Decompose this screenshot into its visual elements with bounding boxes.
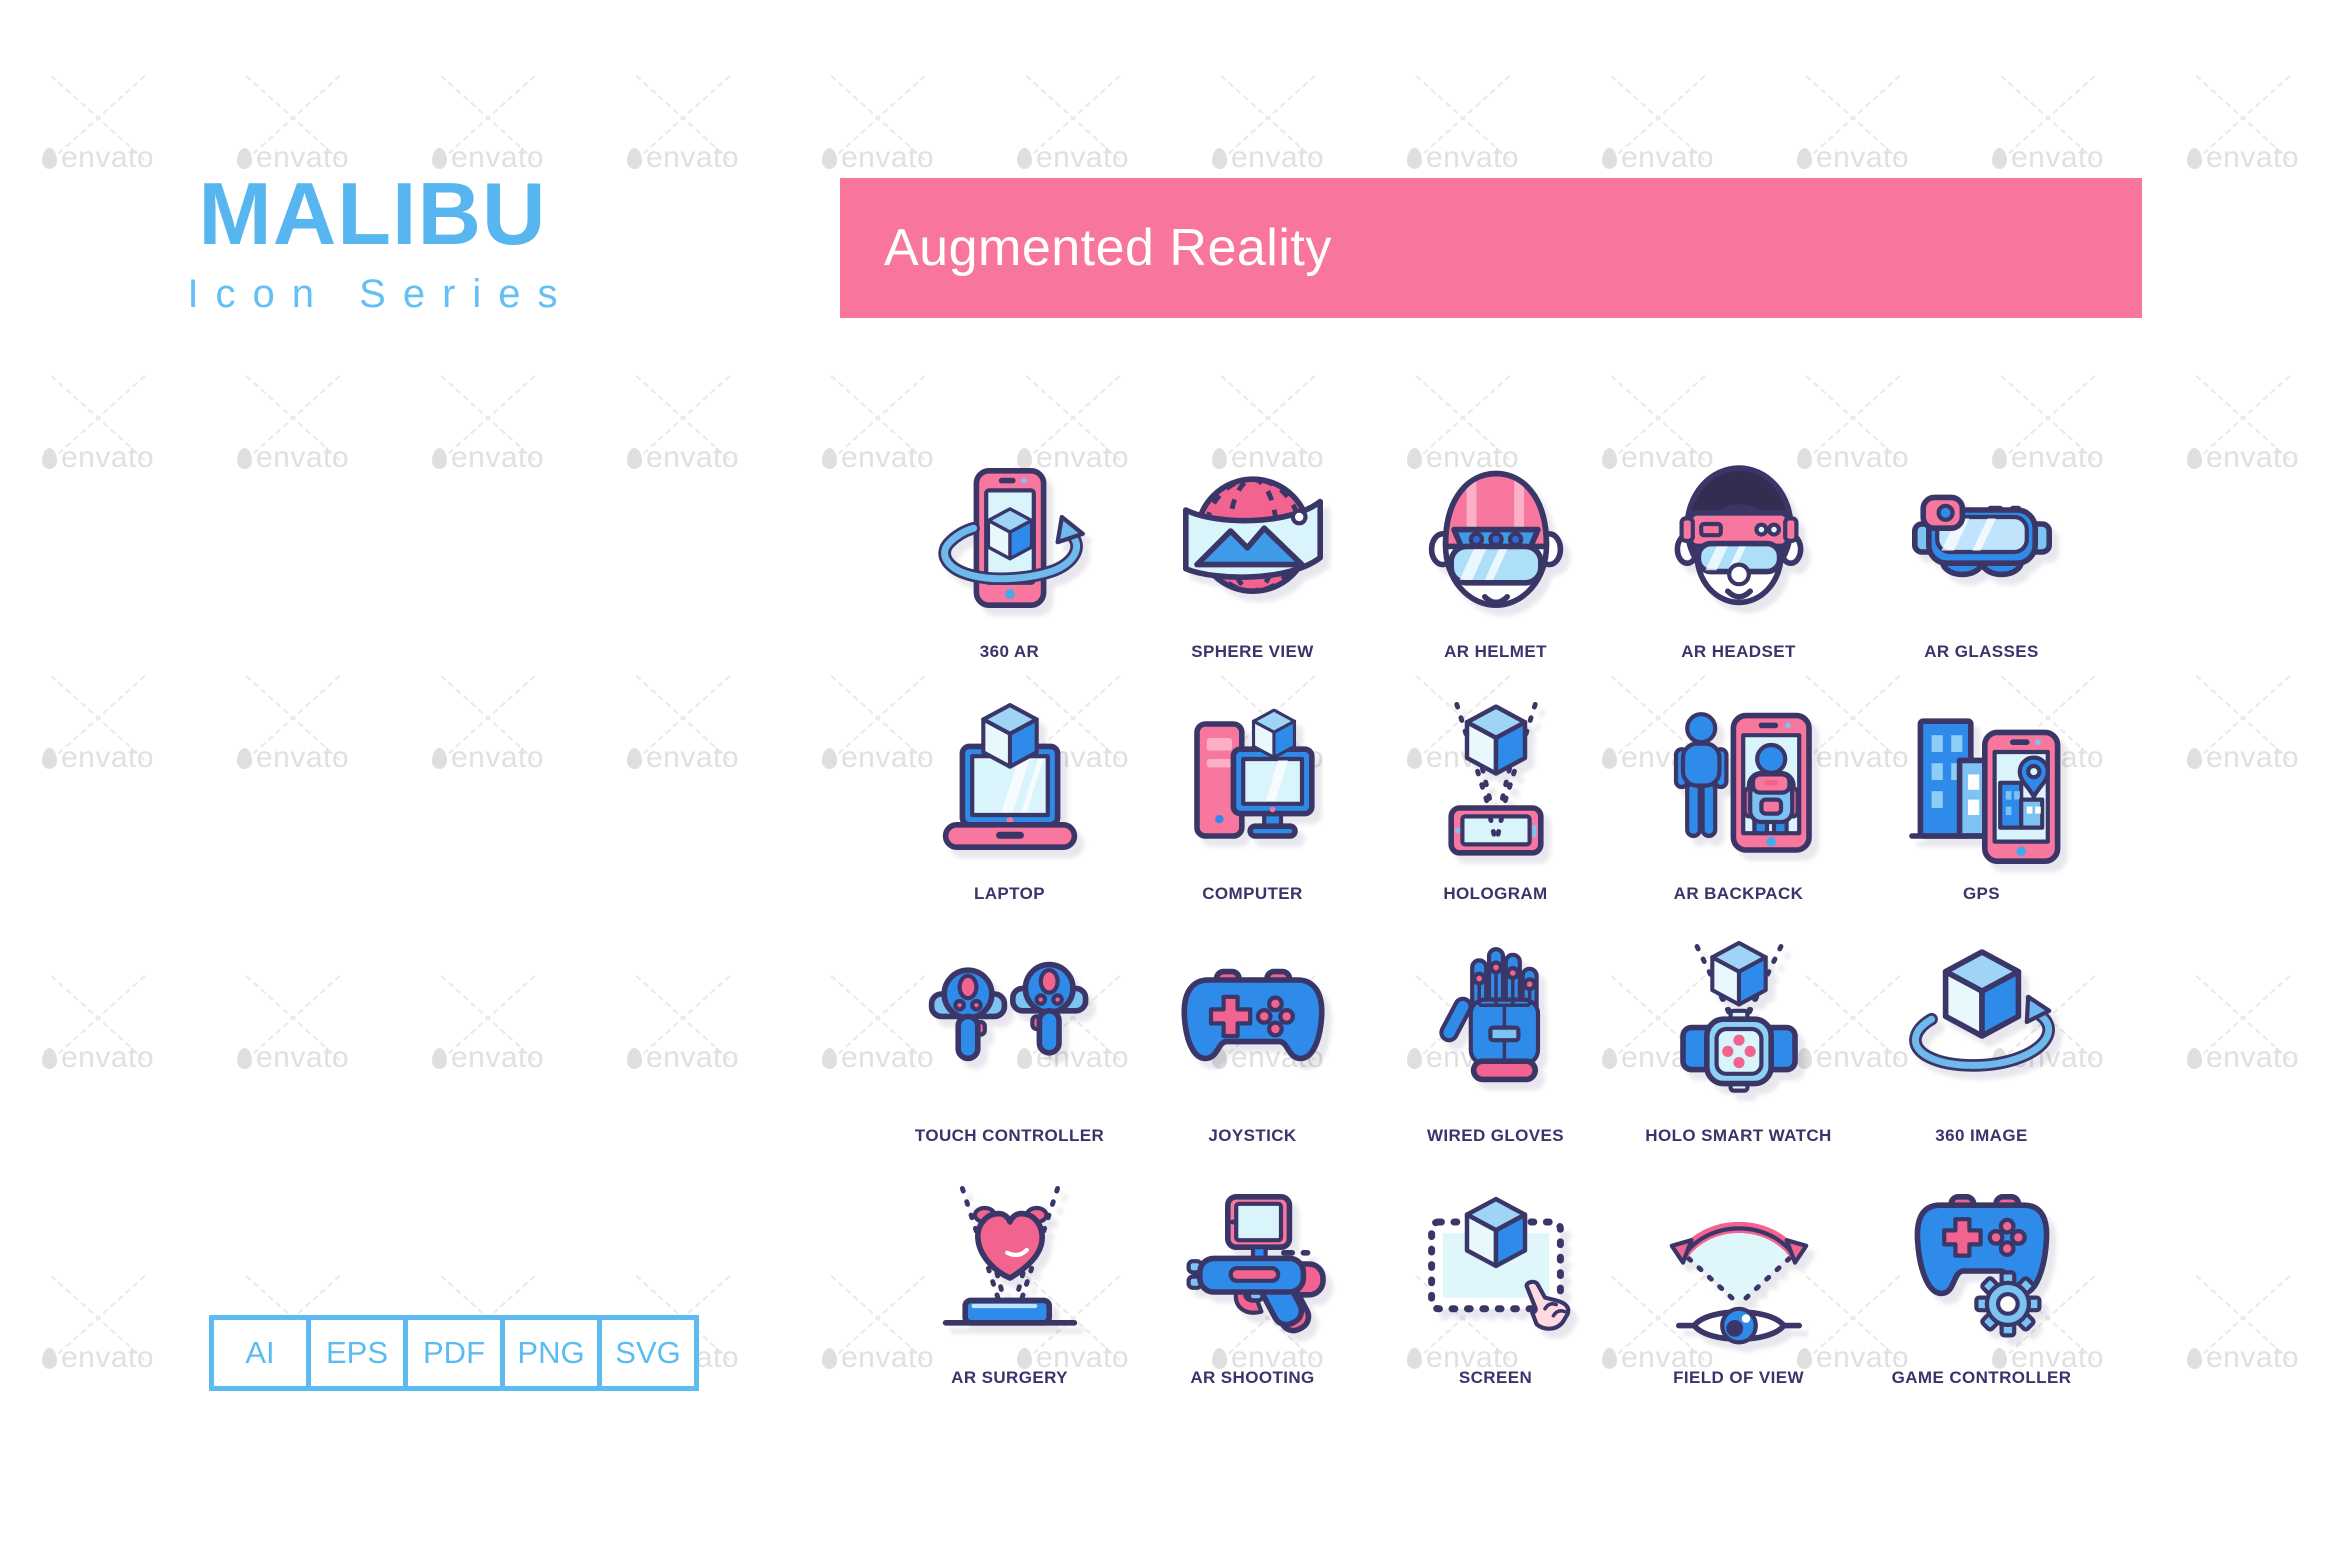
icon-cell-game-controller: GAME CONTROLLER — [1860, 1158, 2103, 1400]
icon-label: SPHERE VIEW — [1191, 642, 1314, 661]
icon-label: COMPUTER — [1202, 884, 1303, 903]
brand-subtitle: Icon Series — [187, 272, 575, 316]
ar-glasses-icon — [1887, 446, 2077, 630]
laptop-icon — [915, 688, 1105, 872]
format-badge-png: PNG — [500, 1315, 602, 1391]
icon-label: AR HELMET — [1444, 642, 1547, 661]
icon-cell-hologram: HOLOGRAM — [1374, 674, 1617, 916]
file-format-badges: AI EPS PDF PNG SVG — [209, 1315, 699, 1391]
icon-label: 360 AR — [979, 642, 1040, 661]
icon-label: GAME CONTROLLER — [1891, 1368, 2072, 1387]
360-image-icon — [1887, 930, 2077, 1114]
brand-block: MALIBU Icon Series — [0, 170, 745, 317]
format-badge-ai: AI — [209, 1315, 311, 1391]
ar-backpack-icon — [1644, 688, 1834, 872]
icon-grid: 360 AR SPHERE VIEW — [888, 432, 2103, 1400]
holo-smart-watch-icon — [1644, 930, 1834, 1114]
icon-label: AR BACKPACK — [1673, 884, 1804, 903]
icon-cell-ar-shooting: AR SHOOTING — [1131, 1158, 1374, 1400]
icon-cell-wired-gloves: WIRED GLOVES — [1374, 916, 1617, 1158]
360-ar-icon — [915, 446, 1105, 630]
icon-label: AR HEADSET — [1681, 642, 1796, 661]
brand-title: MALIBU — [198, 164, 547, 263]
field-of-view-icon — [1644, 1172, 1834, 1356]
icon-label: JOYSTICK — [1208, 1126, 1297, 1145]
icon-cell-ar-glasses: AR GLASSES — [1860, 432, 2103, 674]
sphere-view-icon — [1158, 446, 1348, 630]
icon-label: FIELD OF VIEW — [1673, 1368, 1804, 1387]
joystick-icon — [1158, 930, 1348, 1114]
icon-label: LAPTOP — [973, 884, 1046, 903]
hologram-icon — [1401, 688, 1591, 872]
icon-label: AR SURGERY — [951, 1368, 1068, 1387]
icon-cell-screen: SCREEN — [1374, 1158, 1617, 1400]
icon-cell-ar-helmet: AR HELMET — [1374, 432, 1617, 674]
format-badge-pdf: PDF — [403, 1315, 505, 1391]
icon-label: GPS — [1962, 884, 2001, 903]
icon-cell-sphere-view: SPHERE VIEW — [1131, 432, 1374, 674]
format-badge-svg: SVG — [597, 1315, 699, 1391]
category-title: Augmented Reality — [884, 219, 1332, 277]
icon-cell-touch-controller: TOUCH CONTROLLER — [888, 916, 1131, 1158]
icon-label: WIRED GLOVES — [1426, 1126, 1565, 1145]
ar-surgery-icon — [915, 1172, 1105, 1356]
icon-label: HOLOGRAM — [1443, 884, 1548, 903]
ar-helmet-icon — [1401, 446, 1591, 630]
gps-icon — [1887, 688, 2077, 872]
computer-icon — [1158, 688, 1348, 872]
wired-gloves-icon — [1401, 930, 1591, 1114]
icon-cell-field-of-view: FIELD OF VIEW — [1617, 1158, 1860, 1400]
icon-cell-laptop: LAPTOP — [888, 674, 1131, 916]
game-controller-icon — [1887, 1172, 2077, 1356]
icon-label: SCREEN — [1458, 1368, 1533, 1387]
category-banner: Augmented Reality — [840, 178, 2142, 318]
icon-cell-360-image: 360 IMAGE — [1860, 916, 2103, 1158]
screen-icon — [1401, 1172, 1591, 1356]
icon-label: AR SHOOTING — [1190, 1368, 1315, 1387]
icon-label: TOUCH CONTROLLER — [914, 1126, 1105, 1145]
icon-label: AR GLASSES — [1924, 642, 2039, 661]
icon-cell-ar-backpack: AR BACKPACK — [1617, 674, 1860, 916]
icon-label: HOLO SMART WATCH — [1645, 1126, 1832, 1145]
ar-shooting-icon — [1158, 1172, 1348, 1356]
icon-cell-joystick: JOYSTICK — [1131, 916, 1374, 1158]
icon-cell-computer: COMPUTER — [1131, 674, 1374, 916]
icon-cell-holo-smart-watch: HOLO SMART WATCH — [1617, 916, 1860, 1158]
ar-headset-icon — [1644, 446, 1834, 630]
icon-label: 360 IMAGE — [1935, 1126, 2028, 1145]
icon-cell-ar-headset: AR HEADSET — [1617, 432, 1860, 674]
icon-cell-ar-surgery: AR SURGERY — [888, 1158, 1131, 1400]
icon-cell-gps: GPS — [1860, 674, 2103, 916]
touch-controller-icon — [915, 930, 1105, 1114]
format-badge-eps: EPS — [306, 1315, 408, 1391]
icon-cell-360-ar: 360 AR — [888, 432, 1131, 674]
